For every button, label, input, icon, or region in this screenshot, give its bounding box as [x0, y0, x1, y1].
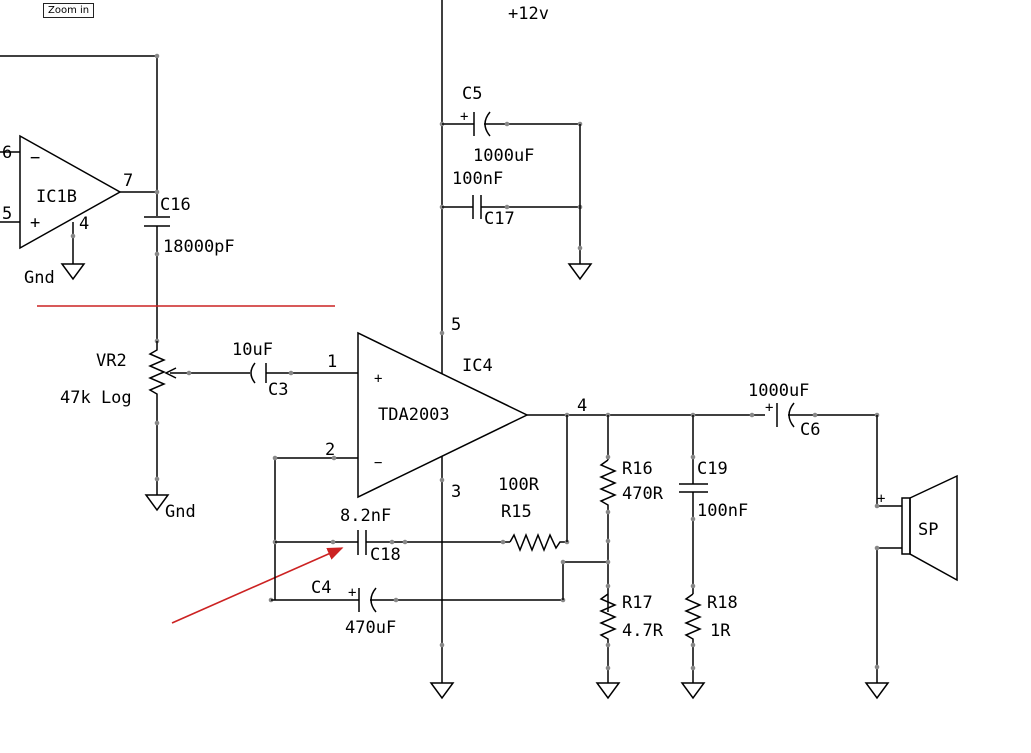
ic4-ref: IC4 — [462, 356, 493, 376]
r17-value: 4.7R — [622, 621, 664, 641]
ic4-plus-sign: + — [374, 371, 382, 387]
speaker-cone — [909, 474, 958, 582]
ic1b-plus-sign: + — [30, 213, 40, 233]
ic4-pin-3: 3 — [451, 482, 461, 502]
ic1b-label: IC1B — [36, 187, 77, 207]
vr2-value: 47k Log — [60, 388, 132, 408]
r16-value: 470R — [622, 484, 664, 504]
r17-ref: R17 — [622, 593, 653, 613]
ic4-pin-5: 5 — [451, 315, 461, 335]
ic1b-pin-4: 4 — [79, 214, 89, 234]
ic4-pin-1: 1 — [327, 352, 337, 372]
resistor-r16 — [599, 459, 617, 612]
c3-value: 10uF — [232, 340, 273, 360]
capacitor-c6: + 1000uF C6 — [748, 381, 880, 440]
capacitor-c17: 100nF C17 — [442, 124, 593, 281]
ic4-part: TDA2003 — [378, 405, 450, 425]
zoom-in-button[interactable]: Zoom in — [43, 3, 95, 18]
r16-ref: R16 — [622, 459, 653, 479]
ic1b-pin-5: 5 — [2, 204, 12, 224]
zobel-network: C19 100nF R18 1R — [679, 415, 748, 700]
c6-ref: C6 — [800, 420, 820, 440]
ic1b-opamp — [19, 134, 122, 250]
ic1b-pin-6: 6 — [2, 143, 12, 163]
c19-ref: C19 — [697, 459, 728, 479]
potentiometer-vr2: VR2 47k Log Gnd — [60, 338, 250, 522]
ic4-minus-sign: − — [374, 455, 382, 471]
c4-ref: C4 — [311, 578, 331, 598]
gnd-vr2-label: Gnd — [165, 502, 196, 522]
supply-rail: +12v — [439, 0, 549, 374]
c17-ref: C17 — [484, 209, 515, 229]
ic1b-section: IC1B − + 6 5 7 4 Gnd — [0, 53, 160, 288]
svg-text:+: + — [348, 585, 356, 601]
c18-ref: C18 — [370, 545, 401, 565]
c5-ref: C5 — [462, 84, 482, 104]
output-wiring — [429, 412, 765, 700]
c5-value: 1000uF — [473, 146, 534, 166]
ground-symbol — [60, 263, 86, 281]
c16-ref: C16 — [160, 195, 191, 215]
supply-label: +12v — [508, 4, 549, 24]
capacitor-c3: 10uF C3 1 — [232, 340, 358, 400]
ic1b-minus-sign: − — [30, 148, 40, 168]
c19-value: 100nF — [697, 501, 748, 521]
vr2-ref: VR2 — [96, 351, 127, 371]
c16-value: 18000pF — [163, 237, 235, 257]
ground-symbol — [595, 682, 621, 700]
capacitor-c5: + C5 1000uF — [442, 84, 583, 166]
r18-ref: R18 — [707, 593, 738, 613]
c6-value: 1000uF — [748, 381, 809, 401]
annotation-arrow — [171, 547, 344, 624]
svg-text:+: + — [765, 400, 773, 416]
r15-value: 100R — [498, 475, 540, 495]
r15-ref: R15 — [501, 502, 532, 522]
feedback-network: 8.2nF C18 100R R15 + C4 470uF — [268, 415, 608, 638]
ic1b-pin-7: 7 — [123, 171, 133, 191]
c3-ref: C3 — [268, 380, 288, 400]
speaker-magnet — [901, 497, 911, 555]
resistor-divider: R16 470R R17 4.7R — [595, 415, 664, 700]
resistor-r15 — [509, 532, 567, 553]
ic4-pin-2: 2 — [325, 440, 335, 460]
capacitor-c16: C16 18000pF — [144, 195, 235, 341]
ground-symbol — [864, 682, 890, 700]
ground-symbol — [429, 682, 455, 700]
speaker-plus-sign: + — [877, 491, 885, 507]
resistor-r17 — [599, 593, 617, 683]
speaker-label: SP — [918, 520, 938, 540]
c17-value: 100nF — [452, 169, 503, 189]
c4-value: 470uF — [345, 618, 396, 638]
ground-symbol — [567, 263, 593, 281]
ground-symbol — [144, 494, 170, 512]
resistor-r18 — [684, 593, 702, 683]
speaker-sp: SP + — [864, 415, 958, 700]
ic4-pin-4: 4 — [577, 396, 587, 416]
r18-value: 1R — [710, 621, 731, 641]
svg-text:+: + — [460, 109, 468, 125]
gnd-top-label: Gnd — [24, 268, 55, 288]
c18-value: 8.2nF — [340, 506, 391, 526]
ic4-amplifier: TDA2003 IC4 + − 2 3 4 5 — [325, 315, 587, 502]
ground-symbol — [680, 682, 706, 700]
